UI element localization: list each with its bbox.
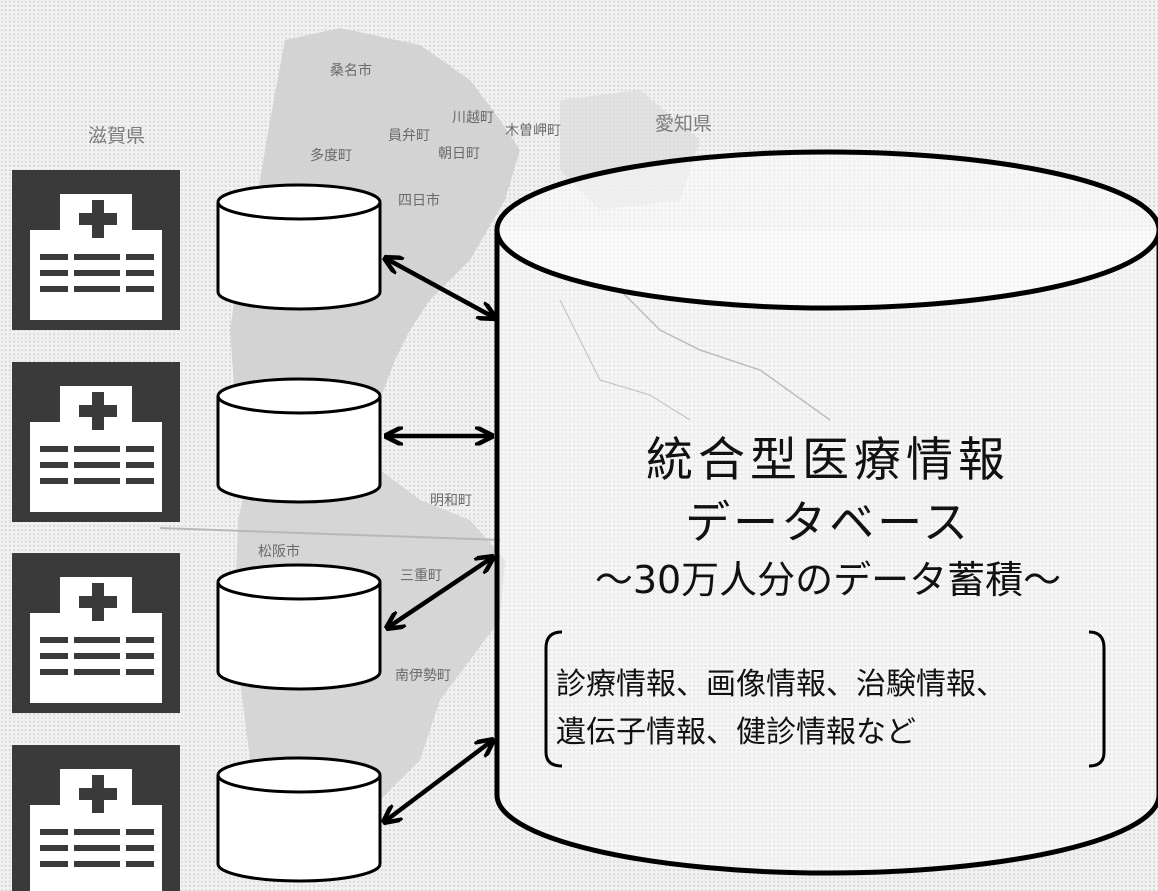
label-shiga: 滋賀県 bbox=[88, 125, 145, 147]
arrow-4 bbox=[384, 740, 493, 822]
integrated-db-cylinder bbox=[494, 149, 1158, 876]
label-kisosaki: 木曽岬町 bbox=[505, 123, 561, 139]
db-title: 統合型医療情報 bbox=[646, 433, 1010, 488]
local-db-1 bbox=[216, 183, 382, 311]
connection-arrows bbox=[384, 258, 495, 822]
map-coast-line bbox=[619, 289, 831, 421]
hospital-icon-3 bbox=[12, 553, 180, 713]
hospital-icon-4 bbox=[12, 745, 180, 891]
label-aichi: 愛知県 bbox=[655, 113, 712, 135]
label-mie-town: 三重町 bbox=[400, 568, 442, 584]
db-details-line1: 診療情報、画像情報、治験情報、 bbox=[556, 667, 1006, 702]
label-kuwana: 桑名市 bbox=[330, 62, 372, 79]
map-landmass-east bbox=[560, 90, 700, 210]
hospital-icon-2 bbox=[12, 362, 180, 522]
label-meiwa: 明和町 bbox=[430, 493, 472, 509]
right-bracket bbox=[1088, 630, 1106, 768]
label-yokkaichi: 四日市 bbox=[398, 192, 440, 209]
label-matsusaka: 松阪市 bbox=[258, 543, 300, 560]
label-kawagoe: 川越町 bbox=[452, 110, 494, 126]
arrow-1 bbox=[385, 258, 495, 318]
map-border-line bbox=[159, 527, 501, 541]
local-db-4 bbox=[216, 756, 382, 883]
hospital-icon-1 bbox=[12, 170, 180, 330]
label-asahi: 朝日町 bbox=[438, 146, 480, 162]
db-tagline: 〜30万人分のデータ蓄積〜 bbox=[595, 558, 1061, 602]
label-inabe: 員弁町 bbox=[388, 128, 430, 144]
db-details-line2: 遺伝子情報、健診情報など bbox=[556, 715, 916, 750]
local-db-3 bbox=[216, 563, 382, 691]
local-db-2 bbox=[216, 377, 382, 504]
left-bracket bbox=[544, 630, 563, 768]
db-subtitle: データベース bbox=[685, 496, 971, 549]
label-tado: 多度町 bbox=[310, 147, 352, 164]
arrow-3 bbox=[387, 557, 493, 628]
label-minamiise: 南伊勢町 bbox=[395, 668, 451, 684]
map-coast-line-2 bbox=[559, 299, 691, 421]
